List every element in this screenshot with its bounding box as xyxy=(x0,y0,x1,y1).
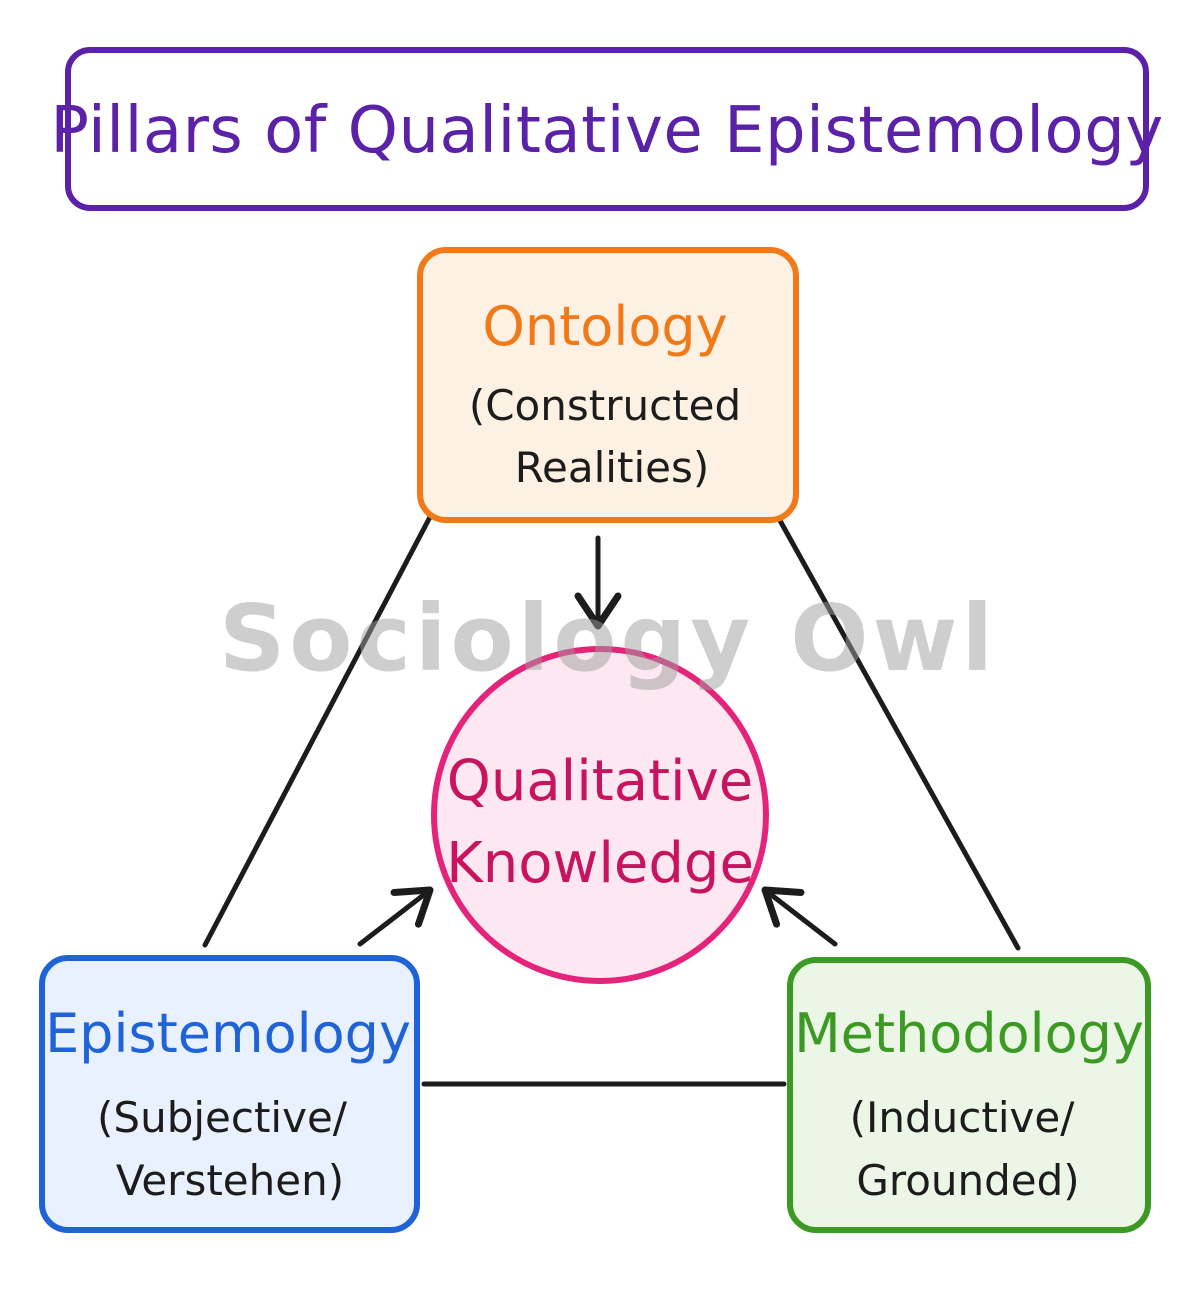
node-methodology: Methodology (Inductive/ Grounded) xyxy=(787,957,1151,1233)
epistemology-title: Epistemology xyxy=(45,1002,411,1065)
title-box: Pillars of Qualitative Epistemology xyxy=(50,47,1163,211)
watermark: Sociology Owl xyxy=(219,585,997,692)
methodology-title: Methodology xyxy=(794,1002,1144,1065)
ontology-title: Ontology xyxy=(482,295,727,358)
node-qualitative-knowledge: Qualitative Knowledge xyxy=(431,646,769,984)
epistemology-subtitle-line2: Verstehen) xyxy=(116,1156,344,1205)
arrow-methodology-to-center xyxy=(761,886,838,947)
ontology-subtitle-line1: (Constructed xyxy=(469,381,741,430)
diagram-title: Pillars of Qualitative Epistemology xyxy=(50,94,1163,168)
epistemology-box xyxy=(39,955,420,1233)
ontology-subtitle-line2: Realities) xyxy=(515,443,709,492)
epistemology-subtitle-line1: (Subjective/ xyxy=(97,1093,348,1142)
arrow-epistemology-to-center xyxy=(357,886,434,947)
methodology-subtitle-line1: (Inductive/ xyxy=(850,1093,1076,1142)
node-epistemology: Epistemology (Subjective/ Verstehen) xyxy=(39,955,420,1233)
edge-ontology-methodology xyxy=(775,514,1021,951)
center-circle xyxy=(431,646,769,984)
edge-ontology-epistemology xyxy=(202,514,433,948)
center-line1: Qualitative xyxy=(447,749,753,814)
methodology-box xyxy=(787,957,1151,1233)
node-ontology: Ontology (Constructed Realities) xyxy=(417,247,799,523)
methodology-subtitle-line2: Grounded) xyxy=(856,1156,1079,1205)
center-line2: Knowledge xyxy=(446,831,754,896)
ontology-box xyxy=(417,247,799,523)
title-frame xyxy=(65,47,1149,211)
